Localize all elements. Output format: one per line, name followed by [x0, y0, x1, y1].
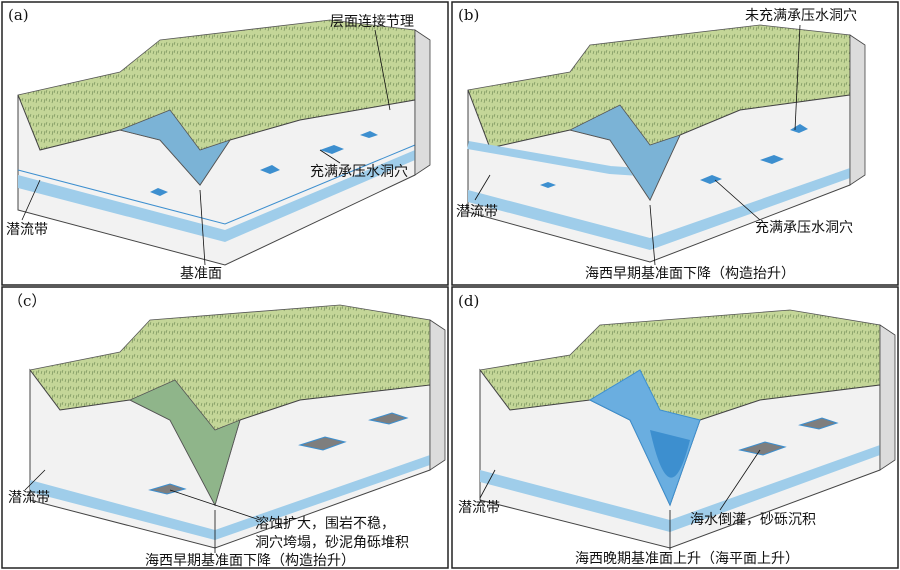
panel-c-label: （c）: [8, 292, 46, 310]
panel-b-caption-leader: [649, 204, 656, 266]
phreatic-leader: [21, 179, 41, 221]
seawater-label: 海水倒灌，砂砾沉积: [690, 512, 816, 528]
phreatic-d-leader: [479, 469, 496, 499]
panel-c-block: [29, 304, 446, 549]
collapse-label-line1: 溶蚀扩大，围岩不稳，: [255, 516, 395, 532]
base-level-leader: [199, 189, 206, 266]
filled-cave-b-label: 充满承压水洞穴: [755, 220, 853, 236]
panel-d-frame: [451, 286, 899, 569]
joint-label: 层面连接节理: [330, 13, 414, 30]
filled-cave-b-leader: [714, 179, 761, 221]
panel-d-label: (d): [458, 292, 479, 310]
panel-d-block: [479, 309, 896, 549]
unfilled-cave-label: 未充满承压水洞穴: [745, 8, 857, 24]
phreatic-c-leader: [24, 469, 46, 491]
filled-cave-leader: [319, 149, 341, 164]
panel-b-block: [467, 24, 866, 263]
collapse-leader: [169, 489, 261, 521]
phreatic-c-label: 潜流带: [8, 490, 50, 506]
panel-d-caption: 海西晚期基准面上升（海平面上升）: [575, 550, 799, 567]
phreatic-label: 潜流带: [6, 222, 48, 238]
panel-b-label: (b): [458, 6, 479, 24]
panel-b-caption: 海西早期基准面下降（构造抬升）: [585, 265, 795, 282]
joint-leader: [374, 29, 391, 111]
phreatic-b-label: 潜流带: [456, 204, 498, 220]
panel-c-caption: 海西早期基准面下降（构造抬升）: [145, 552, 355, 569]
filled-cave-label: 充满承压水洞穴: [310, 164, 408, 180]
unfilled-cave-leader: [794, 24, 801, 131]
panel-c-frame: [1, 286, 449, 569]
panel-a-label: (a): [8, 6, 29, 24]
panel-a-frame: [1, 1, 449, 286]
seawater-leader: [719, 449, 761, 511]
collapse-label-line2: 洞穴垮塌，砂泥角砾堆积: [255, 535, 409, 551]
panel-a-block: [17, 19, 431, 266]
phreatic-d-label: 潜流带: [458, 500, 500, 516]
base-level-label: 基准面: [180, 265, 222, 282]
panel-b-frame: [451, 1, 899, 286]
phreatic-b-leader: [474, 174, 491, 201]
